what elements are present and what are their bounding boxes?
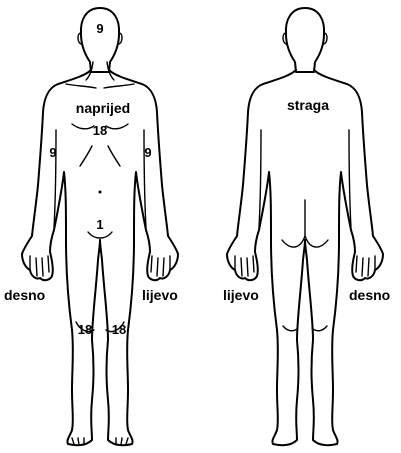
- back-figure: [227, 8, 383, 445]
- back-fingers-right: [356, 256, 375, 276]
- front-pectoral-right: [72, 124, 94, 129]
- back-view-title: straga: [287, 97, 329, 113]
- front-fingers-left: [151, 256, 170, 276]
- front-navel: [99, 191, 102, 194]
- back-arm-inner-right: [349, 130, 351, 228]
- front-left-arm-value: 9: [144, 145, 151, 160]
- front-head-value: 9: [96, 21, 103, 36]
- back-arm-inner-left: [259, 130, 261, 228]
- front-left-leg-value: 18: [112, 322, 126, 337]
- front-clavicle-left: [104, 84, 134, 88]
- back-left-side-label: lijevo: [223, 287, 259, 303]
- front-fingers-right: [30, 256, 49, 276]
- front-pectoral-left: [106, 124, 128, 129]
- back-body-right-side: [305, 70, 383, 445]
- back-knee-left: [283, 326, 298, 331]
- back-right-side-label: desno: [349, 287, 390, 303]
- front-right-arm-value: 9: [49, 145, 56, 160]
- front-body-left-side: [100, 70, 178, 445]
- back-body-left-side: [227, 70, 305, 445]
- front-right-leg-value: 18: [78, 322, 92, 337]
- front-clavicle-right: [66, 84, 96, 88]
- front-ribs-left: [108, 146, 120, 166]
- front-right-side-label: desno: [4, 287, 45, 303]
- front-left-side-label: lijevo: [142, 287, 178, 303]
- front-body-right-side: [22, 70, 100, 445]
- front-groin-value: 1: [96, 217, 103, 232]
- front-view-title: naprijed: [76, 100, 130, 116]
- back-knee-right: [312, 326, 327, 331]
- front-ribs-right: [80, 146, 92, 166]
- front-head: [81, 8, 119, 72]
- back-fingers-left: [235, 256, 254, 276]
- front-chest-value: 18: [93, 123, 107, 138]
- back-head: [286, 8, 324, 72]
- front-groin: [88, 232, 112, 238]
